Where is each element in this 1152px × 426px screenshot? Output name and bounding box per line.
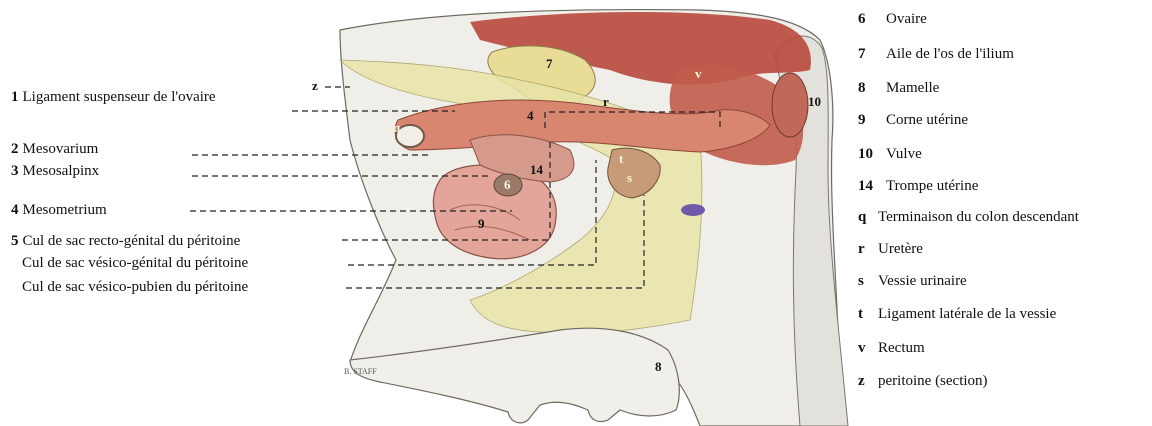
- tag-4: 4: [527, 108, 534, 124]
- tag-r: r: [603, 94, 609, 110]
- artist-signature: B. STAFF: [344, 367, 377, 376]
- tag-10: 10: [808, 94, 821, 110]
- tag-z: z: [312, 78, 318, 94]
- tag-7: 7: [546, 56, 553, 72]
- vulva: [772, 73, 808, 137]
- tag-8: 8: [655, 359, 662, 375]
- tag-q: q: [393, 120, 400, 136]
- tag-s: s: [627, 170, 632, 186]
- left-label-vesico-genital: Cul de sac vésico-génital du péritoine: [22, 254, 248, 272]
- tag-14: 14: [530, 162, 543, 178]
- tag-t: t: [619, 151, 623, 167]
- left-label-vesico-pubien: Cul de sac vésico-pubien du péritoine: [22, 278, 248, 296]
- tag-v: v: [695, 66, 702, 82]
- vascular-spot: [681, 204, 705, 216]
- tag-9: 9: [478, 216, 485, 232]
- tag-6: 6: [504, 177, 511, 193]
